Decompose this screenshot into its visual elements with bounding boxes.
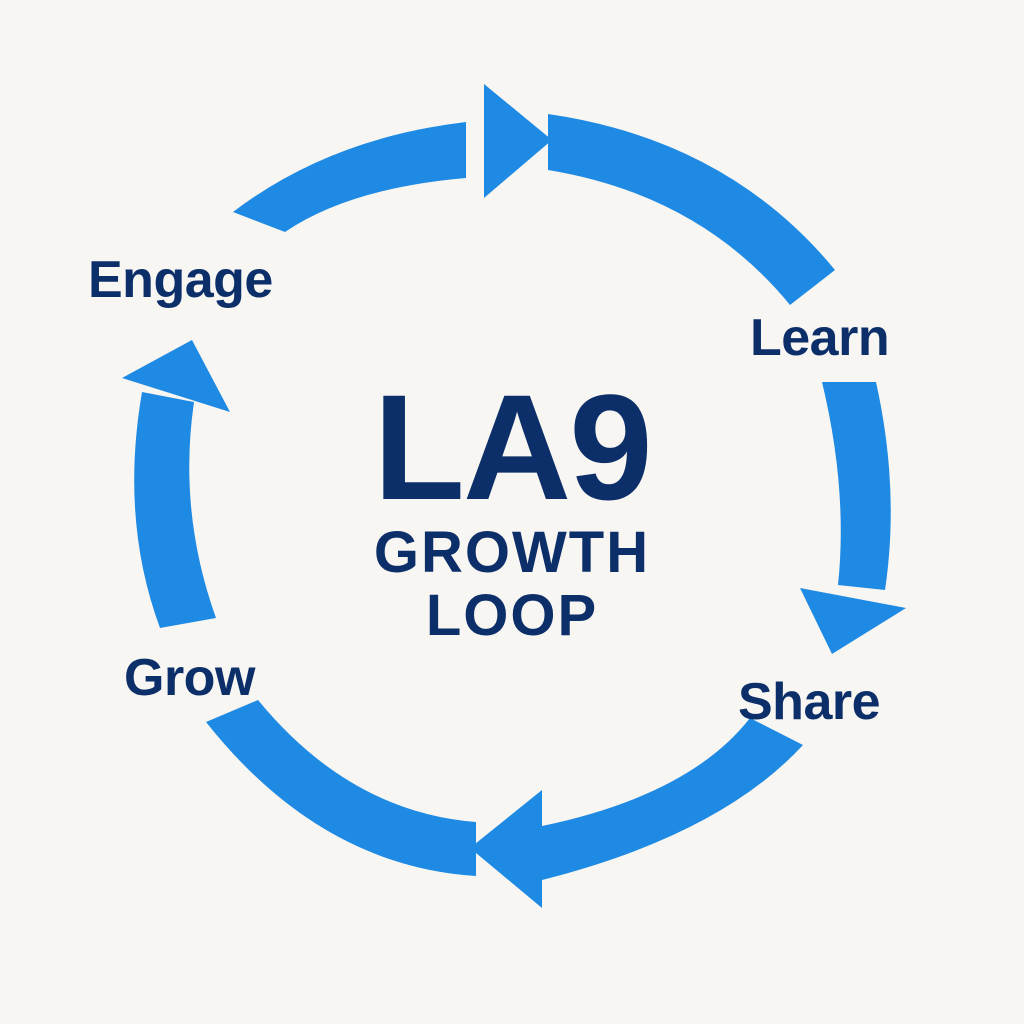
arrow-top-right-segment (548, 114, 835, 305)
center-subtitle-line1: GROWTH (373, 520, 651, 585)
arrowhead-grow-to-engage (122, 340, 230, 412)
arrowhead-learn-to-share (800, 588, 906, 654)
arrow-learn-to-share (822, 382, 891, 590)
arrow-bottom-left-segment (206, 700, 476, 876)
stage-label-learn: Learn (750, 309, 890, 367)
stage-label-grow: Grow (124, 649, 255, 707)
stage-label-engage: Engage (88, 251, 273, 309)
arrow-engage-to-learn (233, 122, 466, 232)
arrowhead-engage-to-learn (484, 84, 552, 198)
stage-label-share: Share (738, 673, 881, 731)
center-title: LA9 (373, 363, 652, 531)
arrow-grow-to-engage (134, 392, 216, 628)
arrow-share-to-grow (542, 718, 803, 880)
arrowhead-share-to-grow (470, 790, 542, 908)
center-label: LA9 GROWTH LOOP (312, 372, 712, 647)
center-subtitle-line2: LOOP (425, 582, 599, 648)
